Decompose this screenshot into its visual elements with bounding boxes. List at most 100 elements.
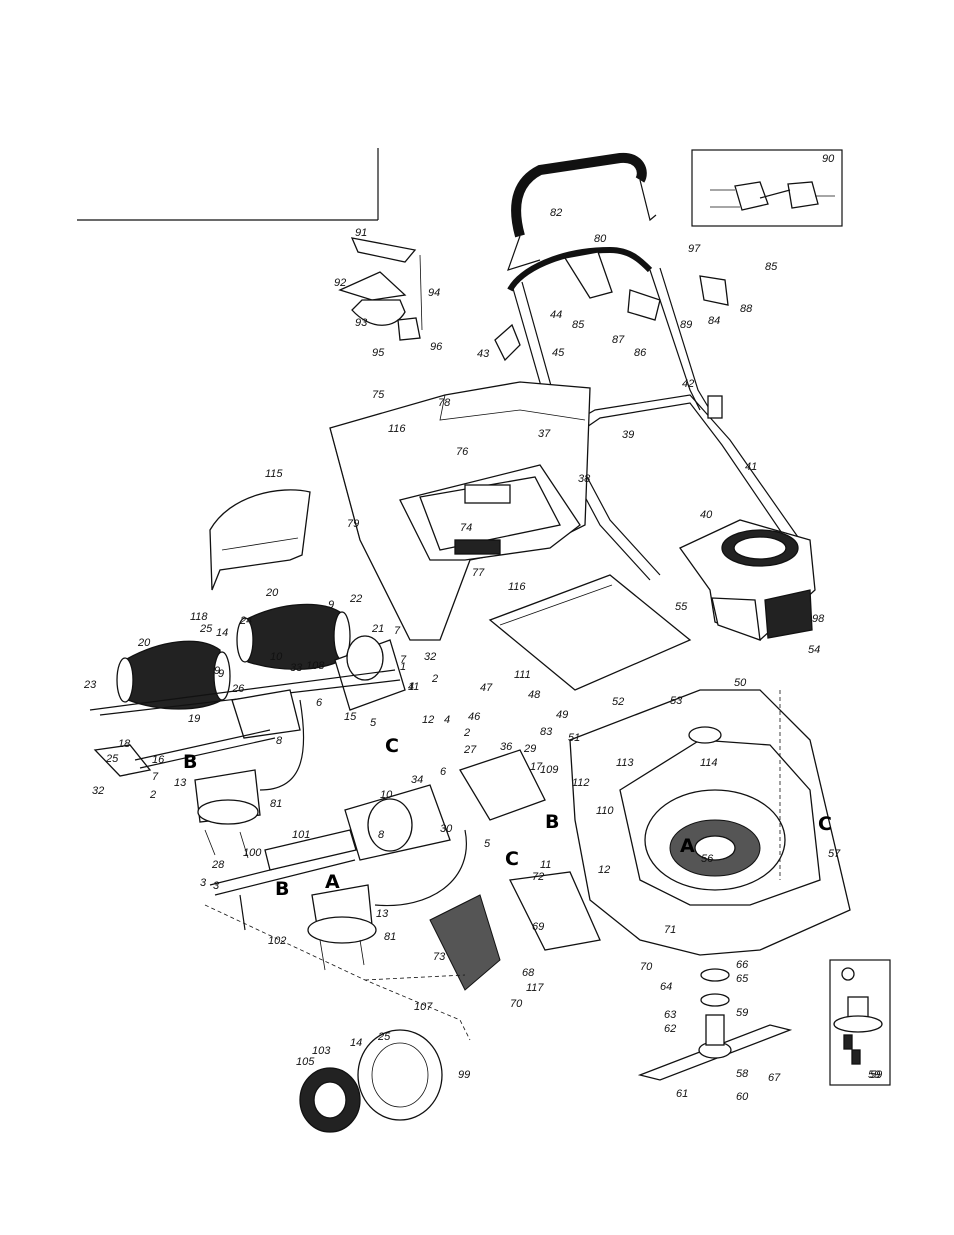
part-number-label: 43: [477, 348, 490, 360]
part-number-label: 85: [765, 261, 778, 273]
part-number-label: 48: [528, 689, 541, 701]
part-number-label: 60: [736, 1091, 749, 1103]
part-number-label: 40: [700, 509, 713, 521]
part-number-label: 73: [433, 951, 446, 963]
part-number-label: 69: [532, 921, 544, 933]
part-number-label: 56: [701, 853, 714, 865]
part-number-label: 111: [514, 669, 531, 681]
part-number-label: 61: [676, 1088, 688, 1100]
part-number-label: 65: [736, 973, 749, 985]
part-number-label: 21: [371, 623, 384, 635]
part-number-label: 37: [538, 428, 551, 440]
part-number-label: 77: [472, 567, 485, 579]
part-number-label: 38: [578, 473, 591, 485]
part-number-label: 62: [664, 1023, 676, 1035]
part-number-label: 101: [292, 829, 310, 841]
part-number-label: 98: [812, 613, 825, 625]
part-number-label: 18: [118, 738, 131, 750]
grass-bag: [329, 381, 591, 641]
part-number-label: 9: [218, 668, 224, 680]
part-number-label: 26: [231, 683, 245, 695]
part-number-label: 114: [700, 757, 718, 769]
part-number-label: 23: [83, 679, 97, 691]
part-number-label: 71: [664, 924, 676, 936]
part-number-label: 81: [384, 931, 396, 943]
part-number-label: 87: [612, 334, 625, 346]
callout-C: C: [818, 813, 832, 835]
part-number-label: 93: [355, 317, 368, 329]
part-number-label: 20: [137, 637, 151, 649]
part-number-label: 108: [306, 660, 325, 672]
part-number-label: 75: [372, 389, 385, 401]
callout-B: B: [275, 878, 289, 900]
part-number-label: 95: [372, 347, 385, 359]
callout-letters: B C C B A C B A: [183, 735, 832, 900]
part-number-label: 5: [370, 717, 377, 729]
part-number-label: 6: [440, 766, 447, 778]
part-number-label: 11: [408, 681, 419, 693]
part-number-label: 100: [243, 847, 262, 859]
part-number-label: 63: [664, 1009, 677, 1021]
part-number-label: 45: [552, 347, 565, 359]
part-number-label: 91: [355, 227, 367, 239]
part-number-label: 103: [312, 1045, 331, 1057]
part-number-label: 36: [500, 741, 513, 753]
part-number-label: 55: [675, 601, 688, 613]
part-number-label: 32: [92, 785, 104, 797]
part-number-label: 14: [350, 1037, 362, 1049]
inset-59-label: 59: [870, 1069, 882, 1081]
part-number-label: 6: [316, 697, 323, 709]
deflector-115: [209, 489, 311, 591]
part-number-label: 24: [239, 615, 252, 627]
part-number-label: 33: [290, 662, 303, 674]
part-number-label: 72: [532, 871, 544, 883]
part-number-label: 41: [745, 461, 757, 473]
callout-A: A: [680, 835, 695, 857]
part-number-label: 11: [540, 859, 551, 871]
part-number-label: 59: [736, 1007, 748, 1019]
part-number-label: 66: [736, 959, 749, 971]
part-number-label: 58: [736, 1068, 749, 1080]
part-number-label: 14: [216, 627, 228, 639]
part-number-label: 54: [808, 644, 820, 656]
part-number-label: 109: [540, 764, 558, 776]
part-number-label: 3: [200, 877, 207, 889]
part-number-label: 51: [568, 732, 580, 744]
rear-flap: [429, 871, 601, 991]
part-number-label: 118: [190, 611, 208, 623]
callout-B: B: [183, 751, 197, 773]
roller-right: [236, 603, 351, 670]
part-number-label: 13: [174, 777, 187, 789]
part-number-label: 25: [199, 623, 213, 635]
frame-lines: [77, 148, 379, 221]
part-number-label: 99: [458, 1069, 470, 1081]
part-number-label: 1: [400, 661, 406, 673]
part-number-label: 117: [526, 982, 544, 994]
part-number-label: 70: [640, 961, 653, 973]
part-number-label: 94: [428, 287, 440, 299]
part-number-label: 116: [388, 423, 406, 435]
part-number-label: 115: [265, 468, 283, 480]
part-number-label: 2: [431, 673, 438, 685]
part-number-label: 7: [394, 625, 401, 637]
part-number-label: 79: [347, 518, 359, 530]
part-number-label: 8: [276, 735, 283, 747]
inset-box-59: 59: [829, 959, 891, 1086]
callout-A: A: [325, 871, 340, 893]
part-number-label: 50: [734, 677, 747, 689]
callout-C: C: [505, 848, 519, 870]
part-number-label: 113: [616, 757, 634, 769]
chute-door: [488, 574, 692, 691]
part-number-label: 46: [468, 711, 481, 723]
part-number-label: 29: [523, 743, 536, 755]
part-number-label: 7: [152, 771, 159, 783]
part-number-label: 85: [572, 319, 585, 331]
part-number-label: 25: [105, 753, 119, 765]
part-number-label: 52: [612, 696, 624, 708]
part-number-label: 22: [349, 593, 362, 605]
roller-left: [116, 640, 231, 710]
part-number-label: 49: [556, 709, 568, 721]
part-number-label: 25: [377, 1031, 391, 1043]
part-number-label: 102: [268, 935, 286, 947]
